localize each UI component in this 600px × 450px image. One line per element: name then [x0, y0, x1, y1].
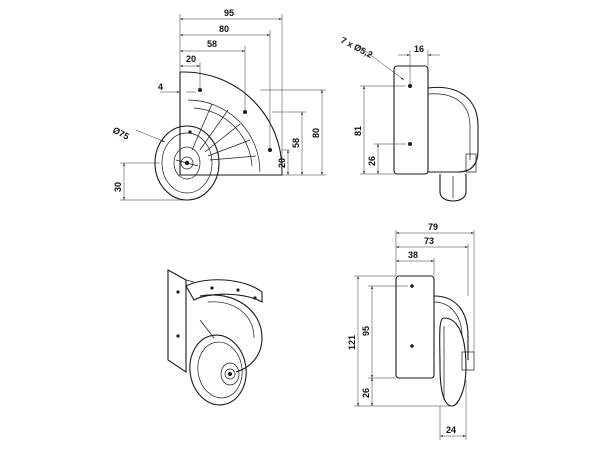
dim-16: 16 [414, 44, 424, 54]
dim-95: 95 [224, 8, 234, 18]
dim-height-80: 80 [311, 128, 321, 138]
side-view: 95 80 58 20 4 Ø75 30 80 58 20 [111, 8, 326, 201]
dim-front-26: 26 [367, 156, 377, 166]
dim-79: 79 [428, 222, 438, 232]
holes-note: 7 x Ø5,2 [339, 35, 374, 60]
dim-73: 73 [424, 236, 434, 246]
rear-view: 79 73 38 121 95 26 24 [347, 222, 475, 440]
dim-rear-95: 95 [361, 326, 371, 336]
dim-20: 20 [186, 54, 196, 64]
isometric-view [167, 269, 263, 406]
dim-80: 80 [219, 24, 229, 34]
dim-4: 4 [158, 82, 163, 92]
dim-30: 30 [113, 182, 123, 192]
dim-wheel-diameter: Ø75 [111, 125, 131, 142]
dim-rear-121: 121 [347, 335, 357, 350]
dim-height-20: 20 [277, 158, 287, 168]
dim-38: 38 [408, 250, 418, 260]
dim-front-81: 81 [353, 126, 363, 136]
dim-24: 24 [446, 425, 456, 435]
dim-height-58: 58 [291, 138, 301, 148]
dim-rear-26: 26 [361, 388, 371, 398]
front-view: 7 x Ø5,2 16 81 26 [339, 35, 479, 202]
dim-58: 58 [207, 39, 217, 49]
